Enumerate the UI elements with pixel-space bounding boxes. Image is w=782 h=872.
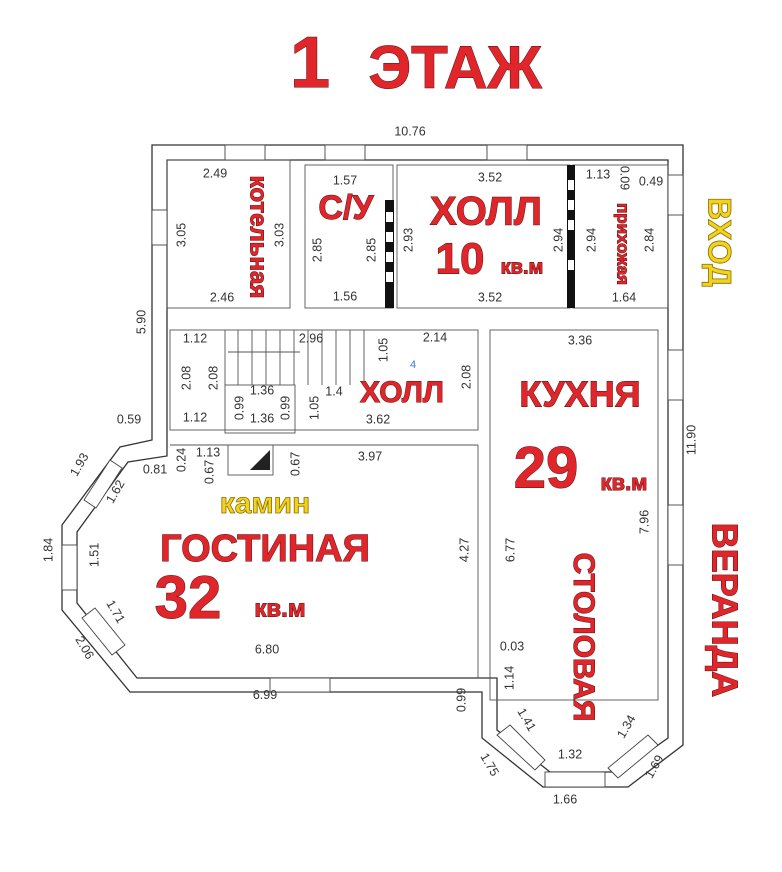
dimension: 1.12 bbox=[183, 331, 207, 345]
room-label-boiler: котельная bbox=[245, 176, 272, 299]
dimension: 7.96 bbox=[637, 510, 651, 534]
dimension: 5.90 bbox=[134, 310, 148, 334]
dimension: 1.71 bbox=[103, 598, 127, 626]
hall-top-area-unit: кв.м bbox=[501, 256, 544, 278]
dimension: 0.59 bbox=[117, 412, 141, 426]
stair-mark: 4 bbox=[410, 359, 416, 371]
room-label-entry-hall: прихожая bbox=[614, 203, 633, 285]
living-area-number: 32 bbox=[155, 564, 222, 631]
windows bbox=[61, 144, 684, 788]
dimension: 1.84 bbox=[41, 538, 55, 562]
dimension: 3.36 bbox=[568, 333, 592, 347]
dimension: 1.05 bbox=[307, 396, 321, 420]
dimension: 0.24 bbox=[174, 448, 188, 472]
room-label-dining: СТОЛОВАЯ bbox=[567, 553, 600, 722]
dimension: 2.49 bbox=[203, 166, 227, 180]
dimension: 0.03 bbox=[500, 639, 524, 653]
dimension: 3.52 bbox=[478, 170, 502, 184]
hall-top-area-number: 10 bbox=[436, 235, 485, 284]
dimension: 0.99 bbox=[278, 396, 292, 420]
dimension: 0.67 bbox=[288, 452, 302, 476]
dimension: 1.36 bbox=[250, 383, 274, 397]
dimension: 1.4 bbox=[325, 384, 342, 398]
dimension: 6.99 bbox=[253, 688, 277, 702]
interior-walls bbox=[166, 159, 669, 701]
dimension: 1.64 bbox=[612, 290, 636, 304]
room-label-living: ГОСТИНАЯ bbox=[160, 528, 370, 570]
dimension: 2.08 bbox=[206, 366, 220, 390]
dimension: 3.62 bbox=[366, 412, 390, 426]
dimension: 1.41 bbox=[514, 706, 538, 734]
dimension: 2.96 bbox=[299, 331, 323, 345]
dimension: 0.67 bbox=[202, 460, 216, 484]
dimension: 2.93 bbox=[401, 228, 415, 252]
dimension: 0.09 bbox=[618, 166, 632, 190]
dimension: 0.49 bbox=[639, 174, 663, 188]
room-label-bathroom: С/У bbox=[318, 189, 374, 227]
dimension: 1.12 bbox=[183, 410, 207, 424]
dimension: 6.80 bbox=[255, 642, 279, 656]
dimension: 0.99 bbox=[232, 396, 246, 420]
room-label-kitchen: КУХНЯ bbox=[519, 374, 640, 415]
floor-number: 1 bbox=[290, 23, 330, 103]
dimension: 1.34 bbox=[614, 713, 638, 741]
dimension: 0.81 bbox=[143, 462, 167, 476]
dimension: 1.56 bbox=[333, 289, 357, 303]
room-label-hall-top: ХОЛЛ bbox=[430, 190, 542, 234]
dimension: 1.14 bbox=[502, 666, 516, 690]
dimension: 0.99 bbox=[454, 688, 468, 712]
dimension: 4.27 bbox=[457, 538, 471, 562]
dimension: 3.97 bbox=[358, 449, 382, 463]
kitchen-area-unit: кв.м bbox=[601, 470, 648, 495]
dimension: 1.13 bbox=[196, 445, 220, 459]
dimension: 2.85 bbox=[364, 238, 378, 262]
dimension: 3.52 bbox=[478, 290, 502, 304]
dimension: 3.05 bbox=[174, 223, 188, 247]
dimension: 6.77 bbox=[503, 538, 517, 562]
living-area-unit: кв.м bbox=[254, 595, 305, 622]
dimension: 1.93 bbox=[67, 451, 91, 479]
dimension: 2.06 bbox=[72, 634, 96, 662]
dimension: 1.51 bbox=[87, 543, 101, 567]
dimension: 2.94 bbox=[584, 228, 598, 252]
dimension: 2.08 bbox=[179, 366, 193, 390]
dimension: 1.66 bbox=[553, 792, 577, 806]
outer-walls bbox=[61, 144, 684, 788]
veranda-label: ВЕРАНДА bbox=[704, 523, 745, 698]
kitchen-area-number: 29 bbox=[514, 435, 579, 500]
fireplace-label: камин bbox=[220, 487, 310, 520]
dimension: 2.08 bbox=[459, 365, 473, 389]
dimension: 1.36 bbox=[250, 411, 274, 425]
entrance-label: ВХОД bbox=[702, 197, 738, 287]
dimension: 1.69 bbox=[642, 753, 666, 781]
dimension: 1.32 bbox=[558, 747, 582, 761]
dimension: 10.76 bbox=[394, 124, 425, 138]
room-labels: котельная С/У ХОЛЛ 10 кв.м прихожая ВХОД… bbox=[154, 175, 746, 722]
floor-title: ЭТАЖ bbox=[368, 34, 542, 101]
dimension: 1.05 bbox=[376, 338, 390, 362]
dimension: 2.84 bbox=[642, 228, 656, 252]
dimension: 1.75 bbox=[477, 751, 501, 779]
stairs bbox=[224, 330, 365, 385]
dimension: 1.57 bbox=[333, 173, 357, 187]
room-label-hall-middle: ХОЛЛ bbox=[360, 376, 444, 409]
dimension: 2.85 bbox=[310, 238, 324, 262]
dimension: 2.46 bbox=[210, 290, 234, 304]
dimension: 1.13 bbox=[586, 167, 610, 181]
dimension: 2.94 bbox=[551, 228, 565, 252]
dimension: 2.14 bbox=[423, 330, 447, 344]
dimension: 3.03 bbox=[272, 223, 286, 247]
dimension: 11.90 bbox=[684, 425, 698, 455]
